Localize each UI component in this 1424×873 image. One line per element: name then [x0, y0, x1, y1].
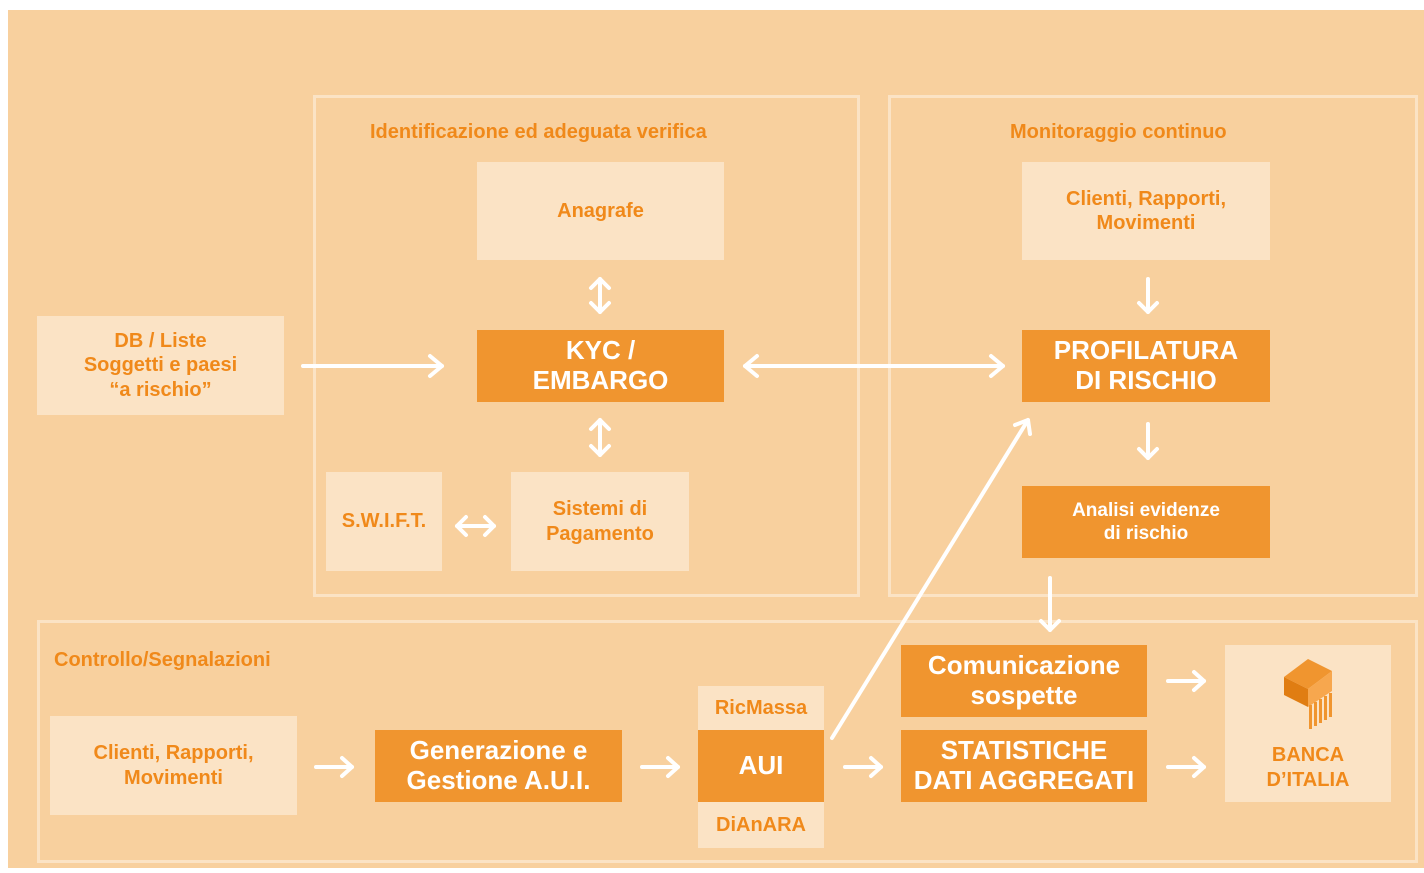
risk-profiling-box: PROFILATURA DI RISCHIO [1022, 330, 1270, 402]
bank-label: BANCA D’ITALIA [1266, 744, 1350, 791]
arrow-kyc-payments [589, 418, 611, 457]
db-lists-box: DB / Liste Soggetti e paesi “a rischio” [37, 316, 284, 415]
group-identification [313, 95, 860, 597]
swift-box: S.W.I.F.T. [326, 472, 442, 571]
group-title-monitoring: Monitoraggio continuo [1010, 121, 1227, 143]
ricmassa-box: RicMassa [698, 686, 824, 730]
arrow-kyc-profiling [743, 354, 1005, 378]
arrow-generation-to-aui [640, 756, 680, 778]
group-monitoring [888, 95, 1418, 597]
kyc-embargo-box: KYC / EMBARGO [477, 330, 724, 402]
aggregate-statistics-box: STATISTICHE DATI AGGREGATI [901, 730, 1147, 802]
aui-box: AUI [698, 730, 824, 802]
arrow-analysis-to-suspicious [1039, 576, 1061, 632]
arrow-aui-to-statistics [843, 756, 883, 778]
arrow-statistics-to-bank [1166, 756, 1206, 778]
anagrafe-box: Anagrafe [477, 162, 724, 260]
bank-box: BANCA D’ITALIA [1225, 645, 1391, 802]
control-clients-box: Clienti, Rapporti, Movimenti [50, 716, 297, 815]
arrow-anagrafe-kyc [589, 277, 611, 314]
arrow-profiling-to-analysis [1137, 422, 1159, 460]
arrow-clients-to-generation [314, 756, 354, 778]
arrow-swift-payments [455, 515, 496, 537]
aui-generation-box: Generazione e Gestione A.U.I. [375, 730, 622, 802]
suspicious-communication-box: Comunicazione sospette [901, 645, 1147, 717]
monitor-clients-box: Clienti, Rapporti, Movimenti [1022, 162, 1270, 260]
bank-building-icon [1284, 659, 1332, 730]
group-title-control: Controllo/Segnalazioni [54, 649, 271, 671]
arrow-db-to-kyc [301, 354, 444, 378]
arrow-clients-to-profiling [1137, 277, 1159, 314]
group-control [37, 620, 1418, 863]
arrow-suspicious-to-bank [1166, 670, 1206, 692]
dianara-box: DiAnARA [698, 802, 824, 848]
arrow-aui-to-profiling [830, 418, 1032, 740]
payment-systems-box: Sistemi di Pagamento [511, 472, 689, 571]
group-title-identification: Identificazione ed adeguata verifica [370, 121, 707, 143]
risk-analysis-box: Analisi evidenze di rischio [1022, 486, 1270, 558]
